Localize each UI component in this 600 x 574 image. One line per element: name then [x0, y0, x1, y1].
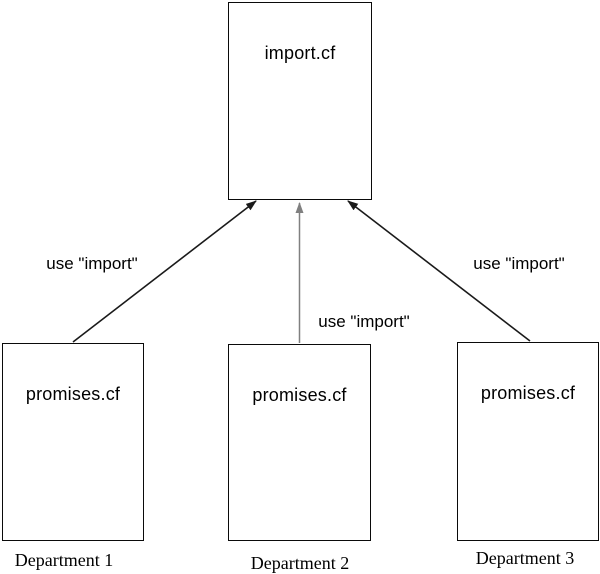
node-label: promises.cf [25, 384, 121, 404]
node-import-cf: import.cf [228, 2, 372, 200]
node-promises-cf-dept2: promises.cf [228, 344, 371, 541]
edge-label-dept3: use "import" [473, 254, 565, 273]
node-promises-cf-dept1: promises.cf [2, 343, 144, 541]
caption-department-2: Department 2 [250, 553, 350, 573]
node-label: import.cf [264, 43, 336, 63]
caption-department-3: Department 3 [475, 548, 575, 568]
caption-department-1: Department 1 [14, 550, 114, 570]
edge-label-dept1: use "import" [46, 254, 138, 273]
edge-label-dept2: use "import" [318, 312, 410, 331]
node-promises-cf-dept3: promises.cf [457, 342, 599, 541]
node-label: promises.cf [480, 383, 576, 403]
node-label: promises.cf [252, 385, 347, 405]
